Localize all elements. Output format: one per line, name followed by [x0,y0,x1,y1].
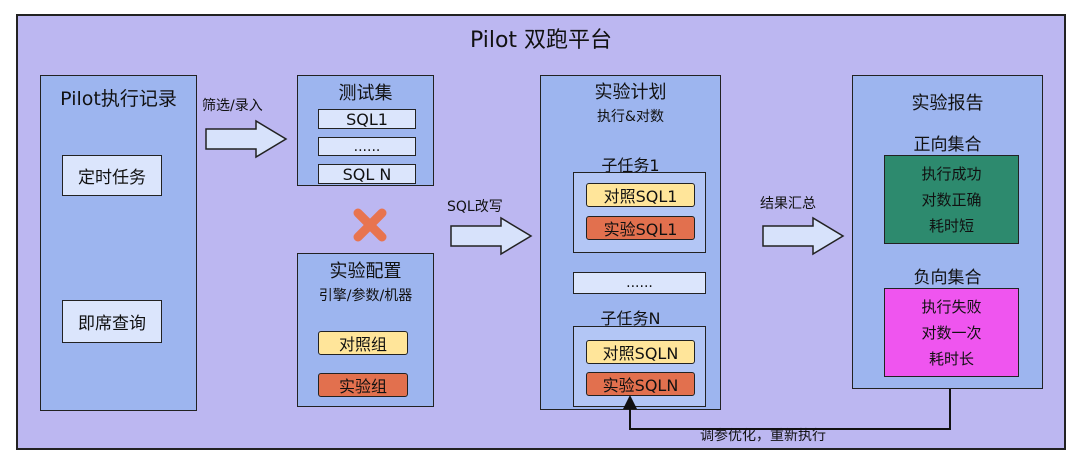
records-title: Pilot执行记录 [60,88,177,110]
cross-icon [353,208,387,242]
subtask1-title: 子任务1 [601,156,660,175]
positive-set-box: 执行成功 对数正确 耗时短 [884,155,1019,244]
subtask1-experiment-sql: 实验SQL1 [586,216,695,240]
positive-set-title: 正向集合 [913,135,982,155]
experiment-group: 实验组 [318,373,408,397]
testset-ellipsis: ...... [318,137,416,156]
records-panel [40,75,197,411]
sql-rewrite-label: SQL改写 [447,199,503,215]
plan-subtitle: 执行&对数 [597,109,664,125]
platform-title: Pilot 双跑平台 [469,28,613,53]
testset-sqln: SQL N [318,164,416,184]
summary-label: 结果汇总 [760,196,816,212]
subtaskn-control-sql: 对照SQLN [586,340,695,364]
subtaskn-experiment-sql: 实验SQLN [586,372,695,396]
negative-line-3: 耗时长 [928,349,974,368]
report-title: 实验报告 [911,93,984,114]
negative-line-1: 执行失败 [921,297,982,316]
testset-title: 测试集 [338,83,393,104]
feedback-loop-arrow [623,389,951,430]
control-group: 对照组 [318,331,408,355]
negative-set-box: 执行失败 对数一次 耗时长 [884,288,1019,377]
negative-line-2: 对数一次 [921,323,982,342]
plan-title: 实验计划 [594,82,667,103]
summary-arrow [762,216,845,256]
positive-line-3: 耗时短 [928,216,974,235]
testset-sql1: SQL1 [318,109,416,129]
config-subtitle: 引擎/参数/机器 [318,288,413,304]
filter-entry-label: 筛选/录入 [202,98,263,114]
scheduled-task-box: 定时任务 [62,155,162,196]
subtaskn-title: 子任务N [600,309,661,328]
adhoc-query-box: 即席查询 [62,300,162,343]
config-title: 实验配置 [329,261,402,282]
positive-line-1: 执行成功 [921,164,982,183]
subtask1-control-sql: 对照SQL1 [586,183,695,207]
sql-rewrite-arrow [450,216,533,256]
feedback-label: 调参优化，重新执行 [700,428,826,444]
plan-ellipsis: ...... [573,272,706,294]
positive-line-2: 对数正确 [921,190,982,209]
negative-set-title: 负向集合 [913,268,982,288]
filter-entry-arrow [205,119,288,159]
